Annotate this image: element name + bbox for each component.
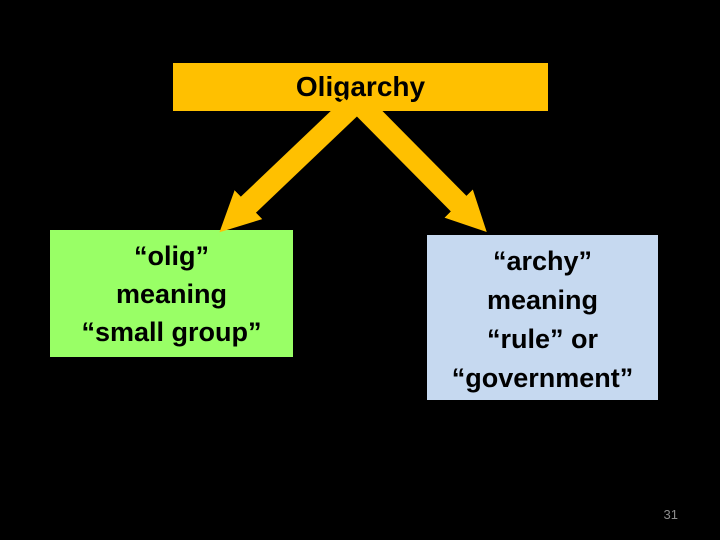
page-number: 31 [663,507,678,522]
box-line: “olig” [134,241,209,271]
title-label: Oligarchy [295,71,426,102]
arrow-right-icon [354,98,487,233]
title-box: Oligarchy [173,63,548,111]
etymology-archy-box: “archy” meaning “rule” or “government” [427,235,658,400]
box-line: “government” [451,363,634,393]
box-line: meaning [486,285,599,315]
box-line: “rule” or [486,324,599,354]
etymology-olig-box: “olig” meaning “small group” [50,230,293,357]
box-line: “archy” [492,246,593,276]
box-line: meaning [115,279,228,309]
box-line: “small group” [81,317,262,347]
arrow-left-icon [219,98,360,233]
